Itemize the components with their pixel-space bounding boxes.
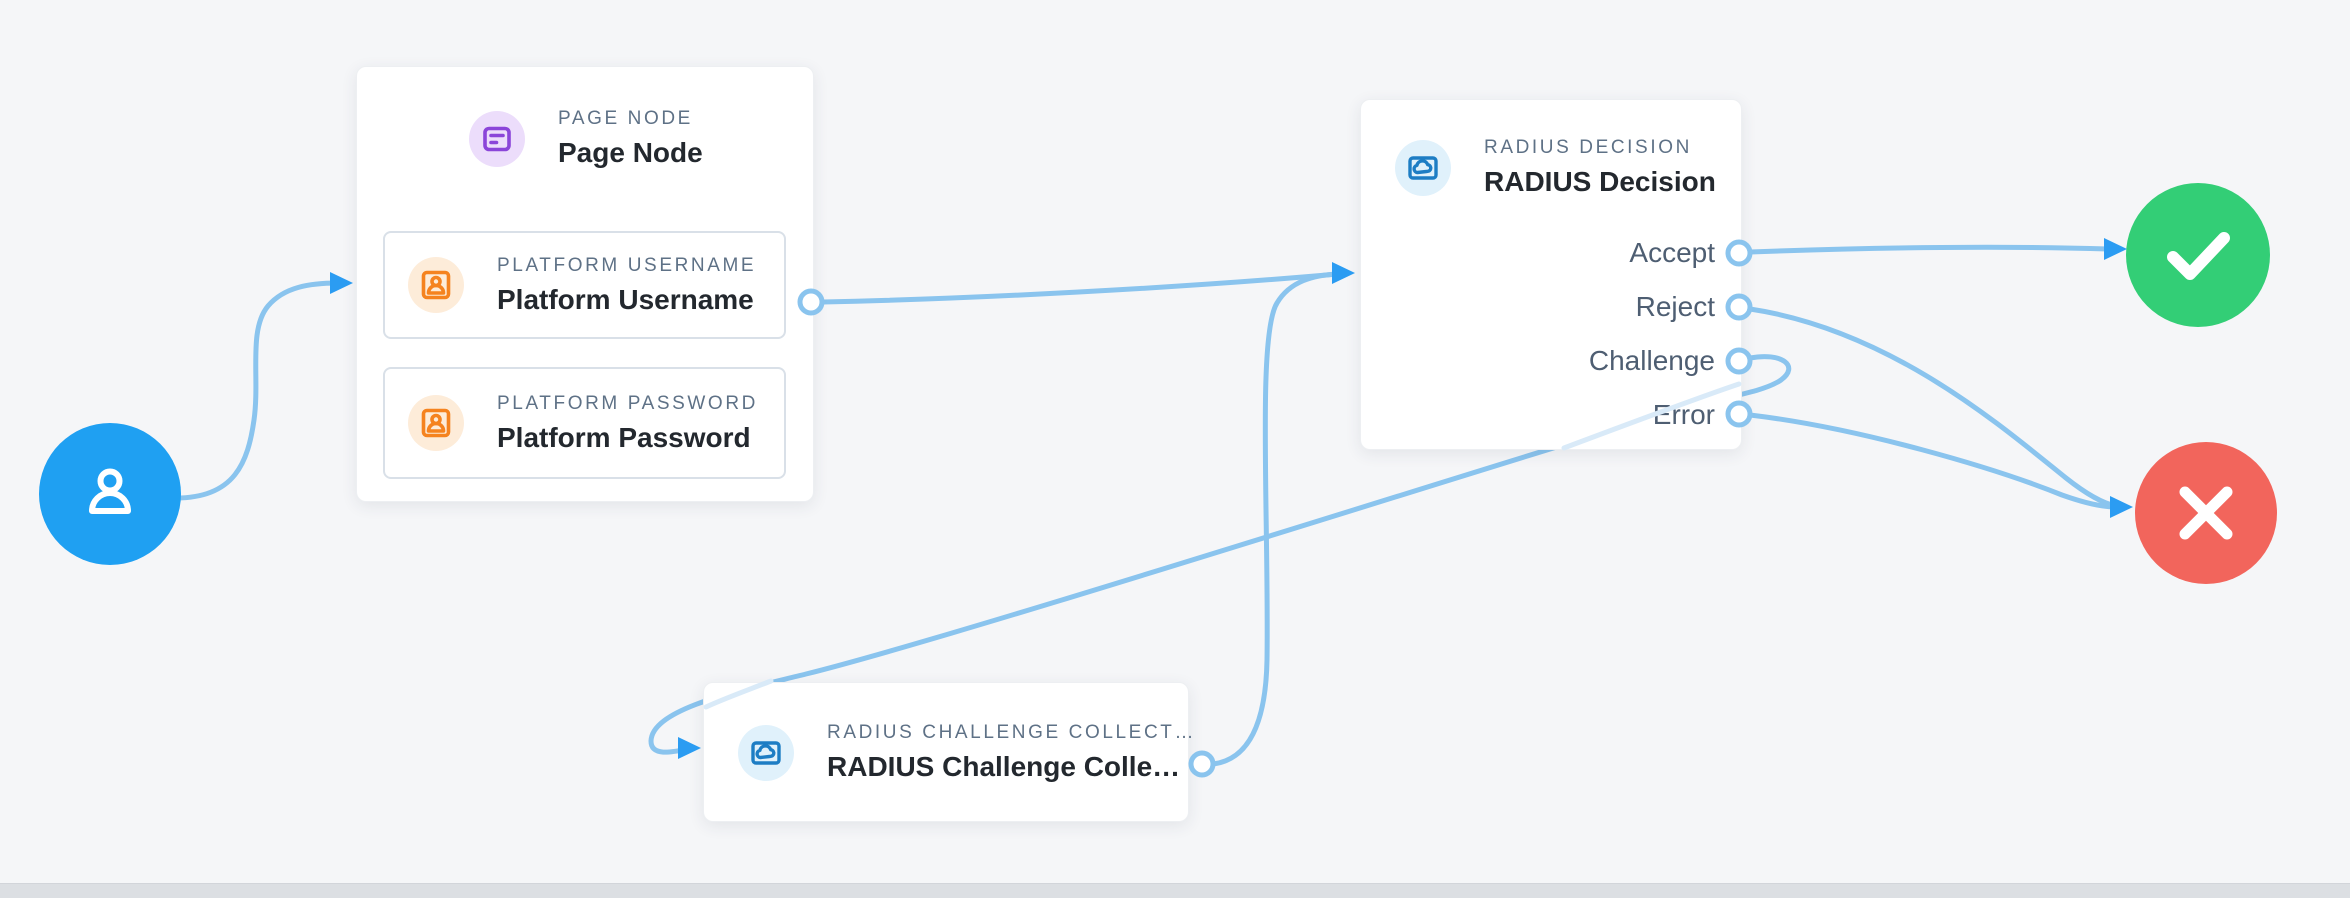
edge-collector-to-radius-decision[interactable] [1210,271,1341,767]
radius-decision-badge: RADIUS DECISION [1484,137,1692,158]
port-platform-username-output[interactable] [797,288,825,316]
page-node-title: Page Node [558,137,703,168]
edge-accept-to-success[interactable] [1747,244,2111,255]
port-challenge-output[interactable] [1725,347,1753,375]
outcome-challenge[interactable]: Challenge [1588,345,1715,376]
platform-username-title: Platform Username [497,283,754,315]
canvas-bottom-scrollbar[interactable] [0,883,2350,898]
page-node-badge: PAGE NODE [558,108,693,129]
page-node-icon [469,110,525,167]
edge-username-to-radius-decision[interactable] [820,271,1341,305]
failure-node[interactable] [2135,442,2277,584]
radius-challenge-collector-icon [738,724,794,781]
node-card-platform-username[interactable]: PLATFORM USERNAME Platform Username [383,231,786,339]
platform-username-badge: PLATFORM USERNAME [497,254,757,276]
node-card-platform-password[interactable]: PLATFORM PASSWORD Platform Password [383,367,786,479]
outcome-error[interactable]: Error [1652,399,1715,430]
outcome-accept[interactable]: Accept [1629,237,1715,268]
check-icon [2167,232,2230,280]
port-collector-output[interactable] [1188,750,1216,778]
start-node[interactable] [39,423,181,565]
port-accept-output[interactable] [1725,239,1753,267]
node-card-radius-challenge-collector[interactable]: RADIUS CHALLENGE COLLECT… RADIUS Challen… [703,682,1193,822]
radius-challenge-collector-title: RADIUS Challenge Colle… [827,751,1181,782]
success-node[interactable] [2126,183,2270,327]
platform-password-title: Platform Password [497,421,751,453]
radius-decision-title: RADIUS Decision [1484,166,1716,197]
platform-username-icon [408,257,464,313]
radius-challenge-collector-badge: RADIUS CHALLENGE COLLECT… [827,722,1197,743]
edge-start-to-page-node[interactable] [173,280,341,501]
platform-password-icon [408,395,464,451]
radius-decision-outcomes: Accept Reject Challenge Error [1415,226,1715,442]
outcome-reject[interactable]: Reject [1635,291,1715,322]
node-card-page-node[interactable]: PAGE NODE Page Node PLATFORM USERNAME Pl… [356,66,814,502]
x-icon [2179,486,2233,540]
port-reject-output[interactable] [1725,293,1753,321]
radius-decision-icon [1395,139,1451,196]
edge-reject-to-failure[interactable] [1747,306,2119,509]
node-card-radius-decision[interactable]: RADIUS DECISION RADIUS Decision Accept R… [1360,99,1742,450]
edge-error-to-failure[interactable] [1747,412,2119,510]
port-error-output[interactable] [1725,400,1753,428]
platform-password-badge: PLATFORM PASSWORD [497,392,758,414]
edge-challenge-to-collector[interactable] [648,354,1792,755]
user-icon [89,468,131,514]
